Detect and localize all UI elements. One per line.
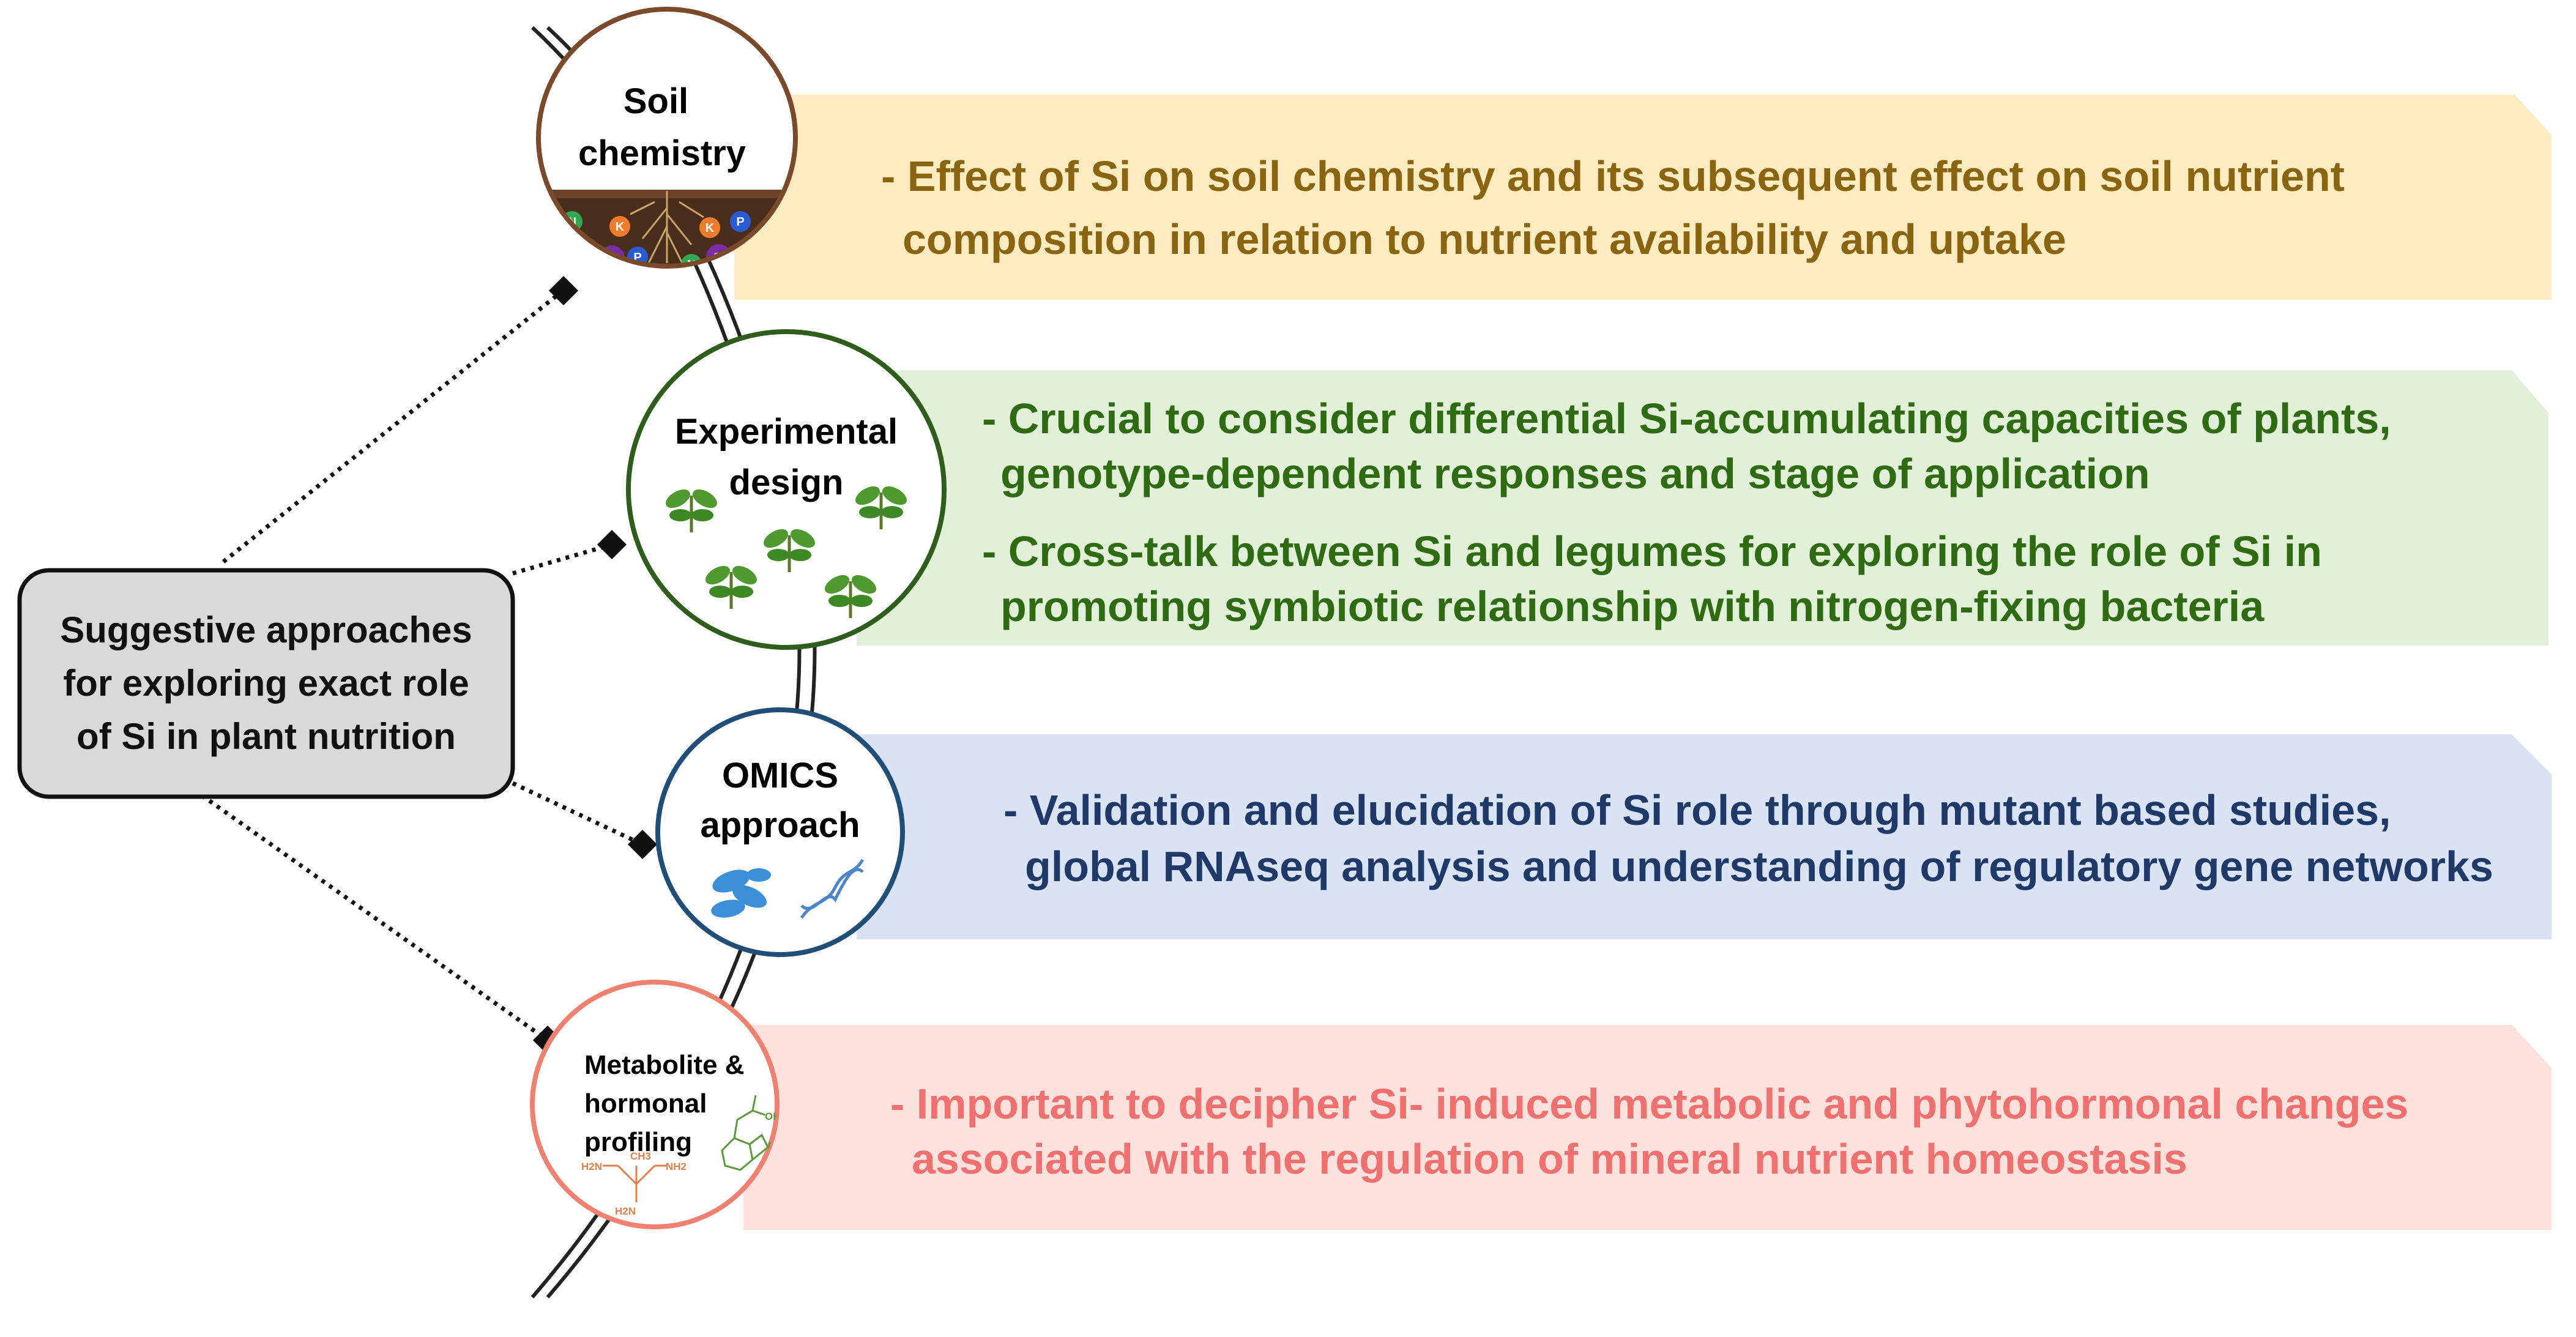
node-soil-title-2: chemistry [578,133,746,173]
node-omics-title-1: OMICS [722,756,838,795]
banner-omics: - Validation and elucidation of Si role … [857,734,2552,939]
banner-omics-line-1: - Validation and elucidation of Si role … [1003,786,2391,834]
seedlings-icon [666,486,907,618]
svg-text:P: P [580,254,588,267]
banner-metabolite-line-2: associated with the regulation of minera… [912,1135,2187,1183]
node-omics-approach: OMICS approach [655,707,905,957]
banner-omics-line-2: global RNAseq analysis and understanding… [1025,843,2493,890]
center-box-shape [17,568,515,799]
diamond-experimental [597,529,627,560]
node-metabolite-title-1: Metabolite & [584,1050,745,1080]
protein-dna-icon [711,858,865,919]
diamond-omics [627,829,658,860]
center-box-line-2: for exploring exact role [63,663,469,704]
node-experimental-design: Experimental design [626,329,947,650]
svg-text:K: K [705,222,715,235]
node-metabolite-title-3: profiling [584,1127,692,1157]
svg-text:H2N: H2N [581,1161,602,1172]
banner-metabolite-line-1: - Important to decipher Si- induced meta… [890,1080,2408,1128]
svg-text:K: K [723,277,732,290]
svg-text:N: N [646,272,655,286]
center-box: Suggestive approaches for exploring exac… [17,568,515,799]
banner-soil-line-2: composition in relation to nutrient avai… [903,215,2066,263]
svg-text:P: P [736,215,744,229]
connector-experimental [512,542,612,576]
center-box-line-3: of Si in plant nutrition [76,716,456,757]
svg-text:K: K [616,220,625,234]
connector-soil [221,289,565,564]
connector-metabolite [200,794,549,1042]
node-metabolite-profiling: Metabolite & hormonal profiling CH3 H2N … [530,980,781,1229]
connector-omics [512,781,644,847]
banner-omics-shape [857,734,2552,939]
svg-text:K: K [669,300,678,313]
banner-experimental: - Crucial to consider differential Si-ac… [857,370,2548,646]
svg-text:OH: OH [765,1111,781,1122]
node-soil-title-1: Soil [624,81,688,121]
svg-text:NH2: NH2 [666,1161,687,1172]
svg-text:H2N: H2N [615,1205,636,1217]
banner-experimental-line-2: genotype-dependent responses and stage o… [1000,450,2150,497]
svg-text:CH3: CH3 [630,1150,651,1162]
node-experimental-title-1: Experimental [675,412,898,452]
banner-soil-line-1: - Effect of Si on soil chemistry and its… [881,152,2345,200]
node-omics-ring [655,707,905,957]
dotted-connectors [200,289,644,1042]
svg-text:N: N [614,280,622,294]
banner-experimental-shape [857,370,2548,646]
node-omics-title-2: approach [700,805,860,845]
node-metabolite-title-2: hormonal [584,1089,707,1119]
node-metabolite-ring [530,980,780,1229]
node-experimental-ring [626,329,947,650]
center-box-line-1: Suggestive approaches [60,609,472,650]
banner-experimental-line-4: promoting symbiotic relationship with ni… [1000,583,2265,630]
banner-experimental-line-1: - Crucial to consider differential Si-ac… [982,395,2391,442]
banner-soil-shape [734,95,2552,300]
banner-soil: - Effect of Si on soil chemistry and its… [734,95,2552,300]
node-experimental-title-2: design [729,463,844,502]
chemical-structures-icon: CH3 H2N NH2 H2N OH N [581,1095,781,1217]
diamond-soil [548,275,579,306]
node-soil-ring [536,7,798,269]
node-soil-chemistry: N K P Si P N K N Si K P N K N Soil chemi… [536,7,798,313]
banner-metabolite: - Important to decipher Si- induced meta… [743,1025,2552,1230]
banner-experimental-line-3: - Cross-talk between Si and legumes for … [982,527,2322,575]
connector-diamonds [532,275,658,1056]
banner-metabolite-shape [743,1025,2552,1230]
